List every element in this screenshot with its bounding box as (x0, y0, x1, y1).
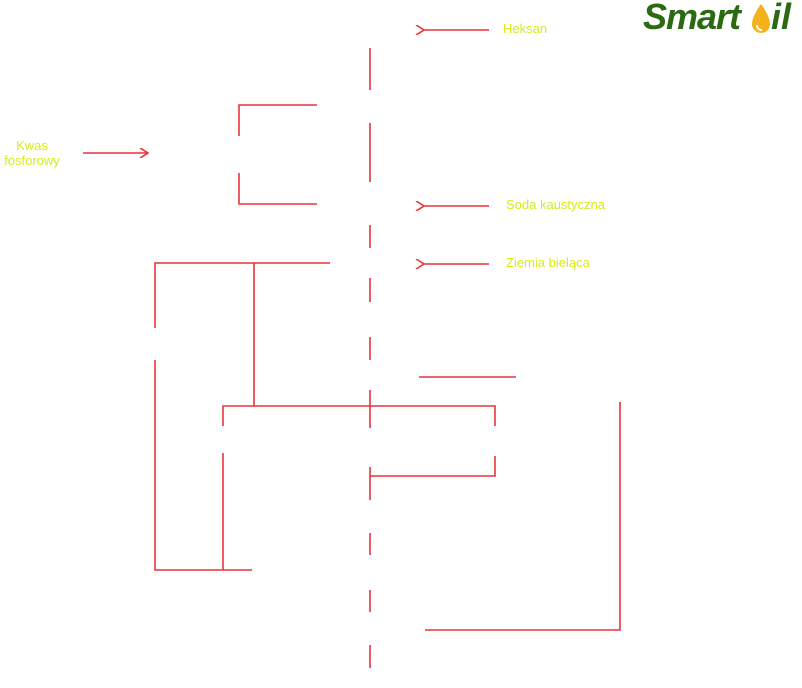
middle-bracket (222, 405, 496, 426)
upper-bracket (238, 104, 317, 205)
left-loop-bottom (154, 360, 252, 571)
logo-text: Smart (643, 0, 741, 37)
kwas-fosforowy-label: Kwas fosforowy (0, 138, 67, 169)
logo-tail: il (771, 0, 792, 37)
kwas-label-line2: fosforowy (4, 152, 60, 168)
heksan-label: Heksan (503, 21, 548, 36)
ziemia-label: Ziemia bieląca (506, 255, 590, 270)
kwas-label-line1: Kwas (16, 138, 48, 153)
smartoil-logo: Smart il (641, 0, 802, 38)
soda-label: Soda kaustyczna (506, 197, 606, 212)
oil-drop-icon (752, 4, 770, 33)
left-loop-top (154, 262, 330, 328)
right-return-line (425, 402, 621, 631)
middle-bracket-right-return (370, 456, 496, 477)
